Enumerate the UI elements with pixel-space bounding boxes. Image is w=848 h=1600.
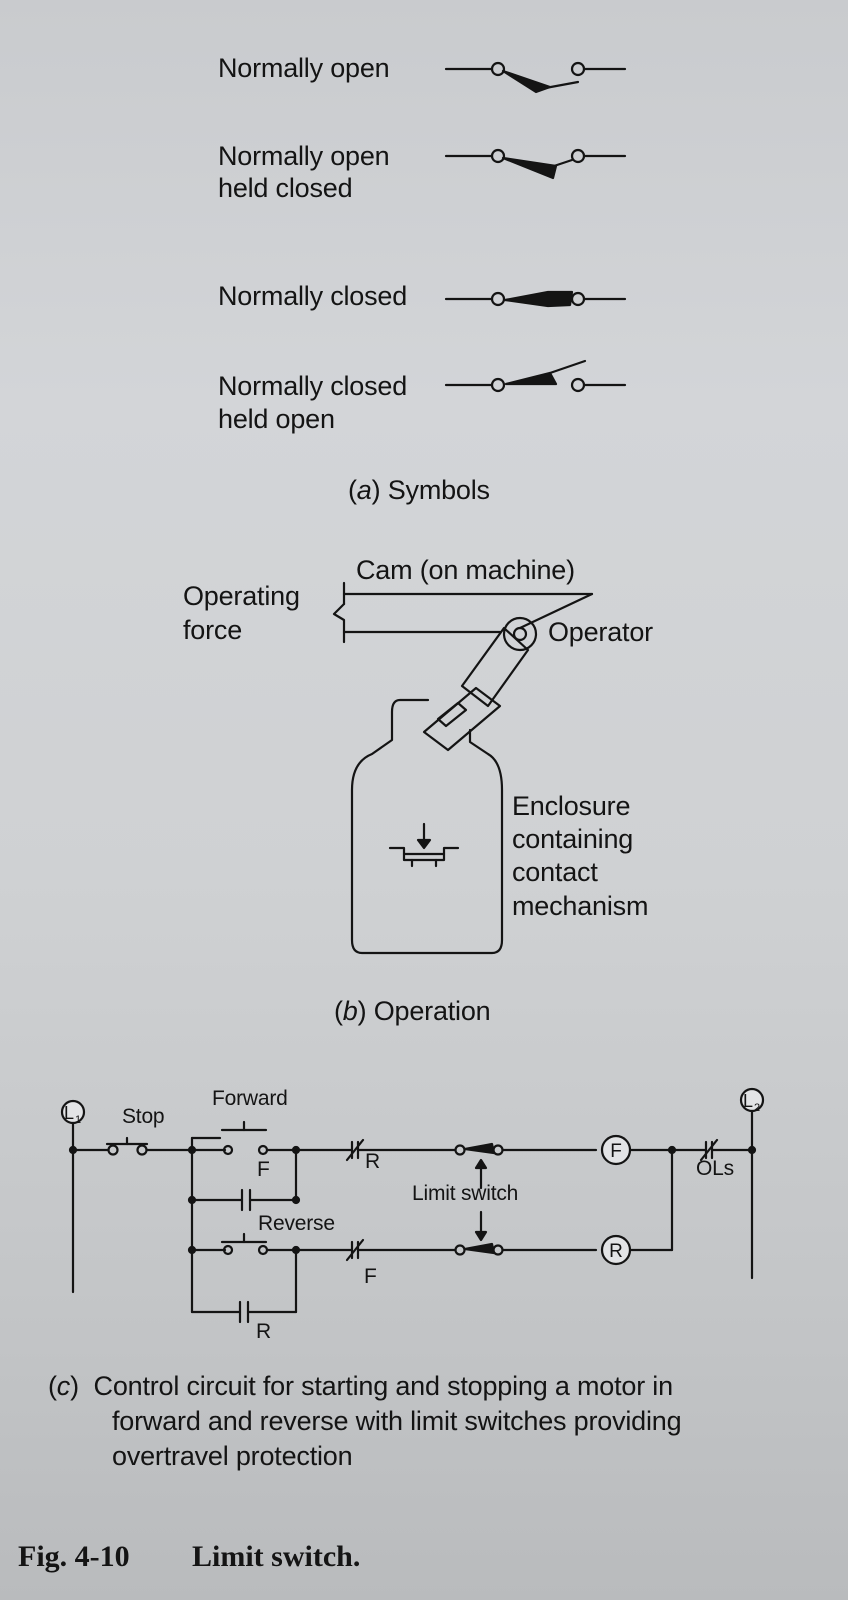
cam-machine xyxy=(332,581,594,644)
coil-r xyxy=(600,1148,674,1266)
coil-f-label: F xyxy=(610,1141,622,1162)
label-cam: Cam (on machine) xyxy=(356,555,575,585)
svg-text:L: L xyxy=(743,1091,753,1111)
caption-c-line2: forward and reverse with limit switches … xyxy=(112,1406,682,1436)
l1-terminal-label: L 1 xyxy=(64,1103,81,1126)
coil-r-label: R xyxy=(609,1241,623,1262)
label-f-interlock: F xyxy=(364,1265,377,1288)
l2-bus xyxy=(739,1087,765,1280)
r-seal-in-contact xyxy=(190,1300,298,1324)
label-operator: Operator xyxy=(548,617,653,647)
label-normally-closed-held-open-line2: held open xyxy=(218,404,335,434)
reverse-rung xyxy=(187,1210,598,1314)
label-enclosure-line2: containing xyxy=(512,824,634,854)
label-normally-open-held-closed-line2: held closed xyxy=(218,173,353,203)
label-ols: OLs xyxy=(696,1157,734,1180)
caption-b: (b) Operation xyxy=(334,996,491,1026)
svg-text:2: 2 xyxy=(754,1102,760,1114)
label-limit-switch: Limit switch xyxy=(412,1182,519,1205)
label-enclosure-line4: mechanism xyxy=(512,891,649,921)
label-f-contact: F xyxy=(257,1158,270,1181)
coil-f xyxy=(600,1134,708,1166)
svg-text:L: L xyxy=(64,1103,74,1123)
overload-contacts xyxy=(699,1138,754,1162)
operator-lever xyxy=(422,626,530,752)
symbol-normally-open xyxy=(444,61,627,94)
stop-button xyxy=(71,1136,197,1156)
label-normally-open-held-closed-line1: Normally open xyxy=(218,141,390,171)
l1-bus xyxy=(60,1099,86,1294)
label-operating-force-line1: Operating xyxy=(183,581,300,611)
label-operating-force-line2: force xyxy=(183,615,243,645)
svg-text:1: 1 xyxy=(75,1114,81,1126)
label-stop: Stop xyxy=(122,1105,165,1128)
caption-a: (a) Symbols xyxy=(348,475,490,505)
caption-c-line3: overtravel protection xyxy=(112,1441,353,1471)
label-forward: Forward xyxy=(212,1087,288,1110)
figure-title: Limit switch. xyxy=(192,1540,361,1573)
operator-roller xyxy=(502,616,538,652)
label-normally-closed-held-open-line1: Normally closed xyxy=(218,371,408,401)
l2-terminal-label: L 2 xyxy=(743,1091,760,1114)
caption-c-line1: (c) Control circuit for starting and sto… xyxy=(48,1371,673,1401)
enclosure xyxy=(350,698,504,955)
label-r-interlock: R xyxy=(365,1150,380,1173)
symbol-normally-open-held-closed xyxy=(444,148,627,180)
label-normally-closed: Normally closed xyxy=(218,281,408,311)
label-r-contact: R xyxy=(256,1320,271,1343)
label-enclosure-line1: Enclosure xyxy=(512,791,631,821)
label-normally-open: Normally open xyxy=(218,53,390,83)
label-enclosure-line3: contact xyxy=(512,857,598,887)
forward-rung xyxy=(190,1120,598,1202)
f-seal-in-contact xyxy=(187,1188,301,1212)
symbol-normally-closed-held-open xyxy=(444,359,627,393)
symbol-normally-closed xyxy=(444,290,627,308)
label-reverse: Reverse xyxy=(258,1212,335,1235)
figure-number: Fig. 4-10 xyxy=(18,1540,130,1573)
contact-mechanism-icon xyxy=(388,822,460,868)
